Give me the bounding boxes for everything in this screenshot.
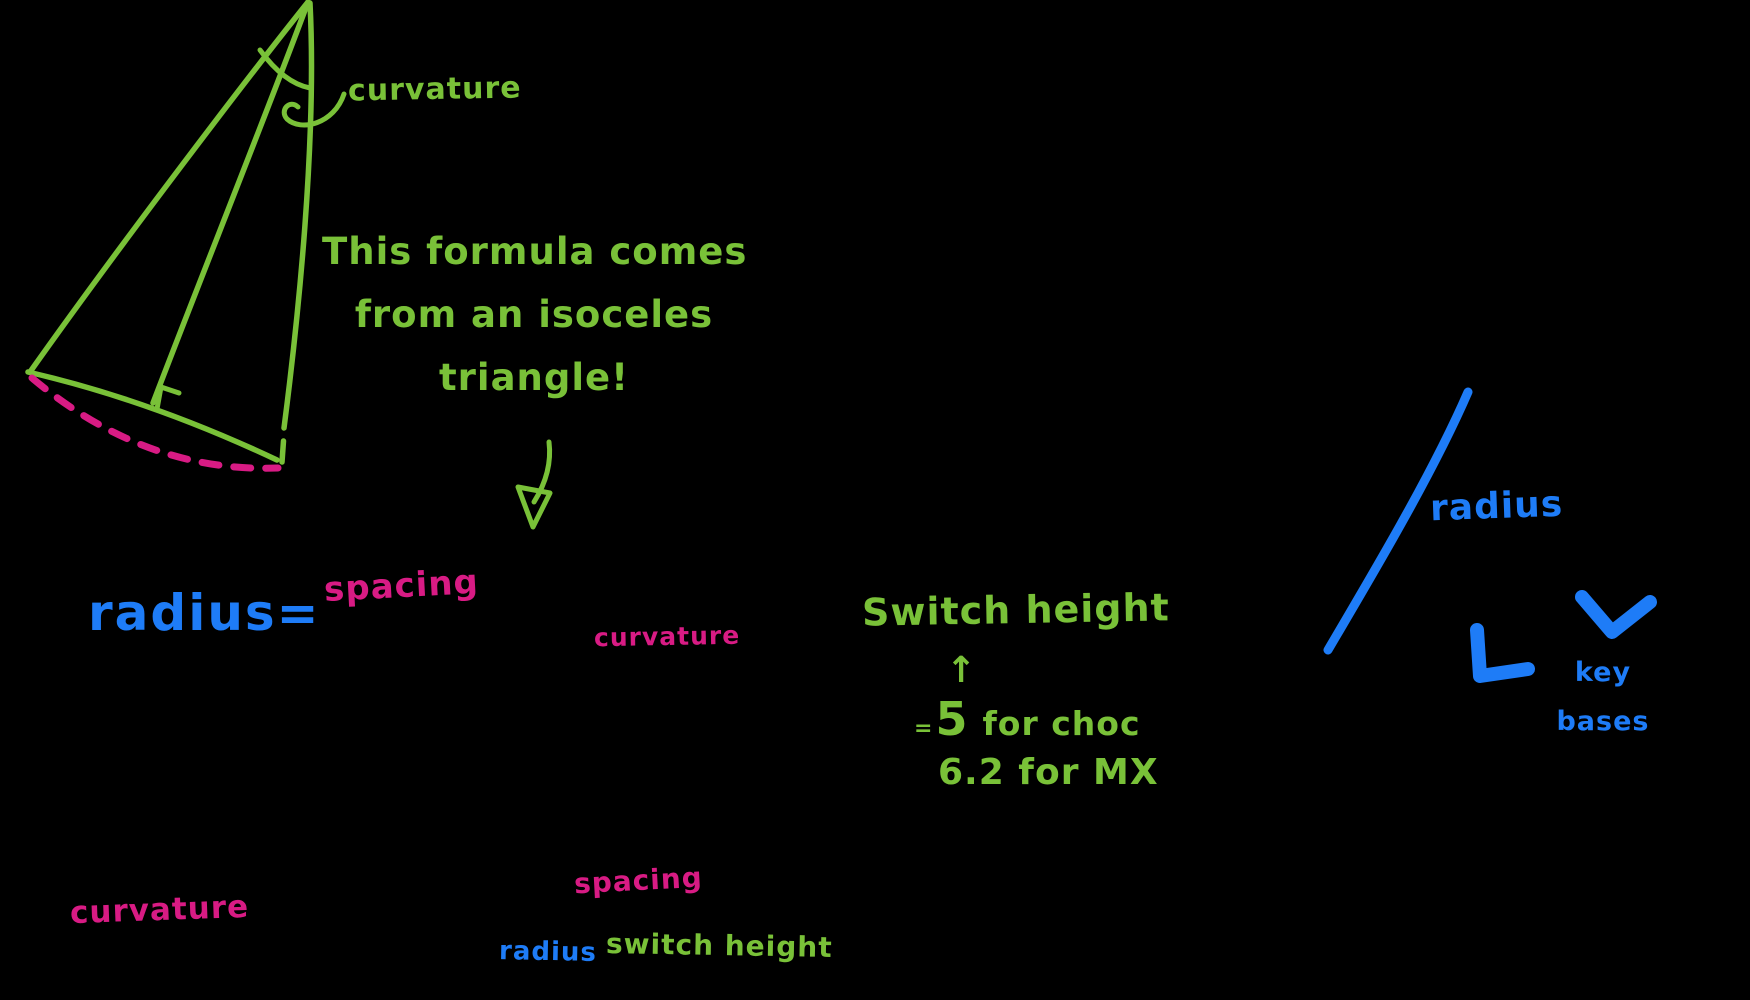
legend-switch-height: switch height — [605, 927, 833, 964]
cone-right-edge-dash — [279, 438, 287, 465]
formula-note-line1: This formula comes — [322, 230, 748, 273]
radius-sketch — [1323, 387, 1657, 683]
switch-height-mx-line: 6.2 for MX — [938, 752, 1159, 793]
cone-left-edge-line — [27, 0, 311, 375]
legend-spacing: spacing — [573, 860, 704, 901]
radius-formula-denominator: curvature — [593, 620, 741, 653]
down-arrow-icon — [515, 439, 553, 530]
choc-value: 5 — [935, 692, 969, 746]
down-arrow-head — [515, 484, 553, 530]
curvature-curl-arrow-icon — [281, 91, 347, 128]
radius-line — [1323, 387, 1473, 655]
key-base-corner-icon — [1470, 623, 1535, 683]
checkmark-icon — [1575, 590, 1657, 639]
down-arrow-shaft — [531, 439, 553, 505]
cone-base-front-arc — [25, 369, 280, 463]
key-bases-line1: key — [1574, 657, 1632, 688]
key-bases-line2: bases — [1556, 706, 1650, 737]
choc-equals-sign: = — [914, 716, 934, 741]
cone-curvature-label: curvature — [347, 70, 522, 109]
key-bases-label: key bases — [1528, 648, 1678, 746]
radius-formula-lhs: radius= — [88, 584, 321, 642]
formula-note: This formula comes from an isoceles tria… — [322, 220, 746, 409]
legend-radius: radius — [498, 936, 598, 968]
cone-base-hidden-arc — [28, 374, 282, 472]
cone-sketch — [25, 0, 347, 472]
choc-suffix: for choc — [982, 704, 1141, 743]
radius-line-label: radius — [1429, 483, 1564, 530]
radius-formula-numerator: spacing — [323, 561, 480, 611]
formula-note-line2: from an isoceles — [354, 293, 714, 336]
switch-height-title: Switch height — [861, 585, 1171, 635]
cone-axis-line — [150, 0, 311, 406]
cone-right-edge-line — [281, 0, 315, 431]
switch-height-choc-line: = 5 for choc — [914, 692, 1141, 746]
legend-curvature: curvature — [69, 888, 250, 932]
formula-note-line3: triangle! — [438, 356, 630, 399]
right-angle-marker — [154, 384, 182, 412]
apex-angle-arc — [257, 47, 313, 91]
up-arrow-icon: ↑ — [946, 650, 978, 691]
